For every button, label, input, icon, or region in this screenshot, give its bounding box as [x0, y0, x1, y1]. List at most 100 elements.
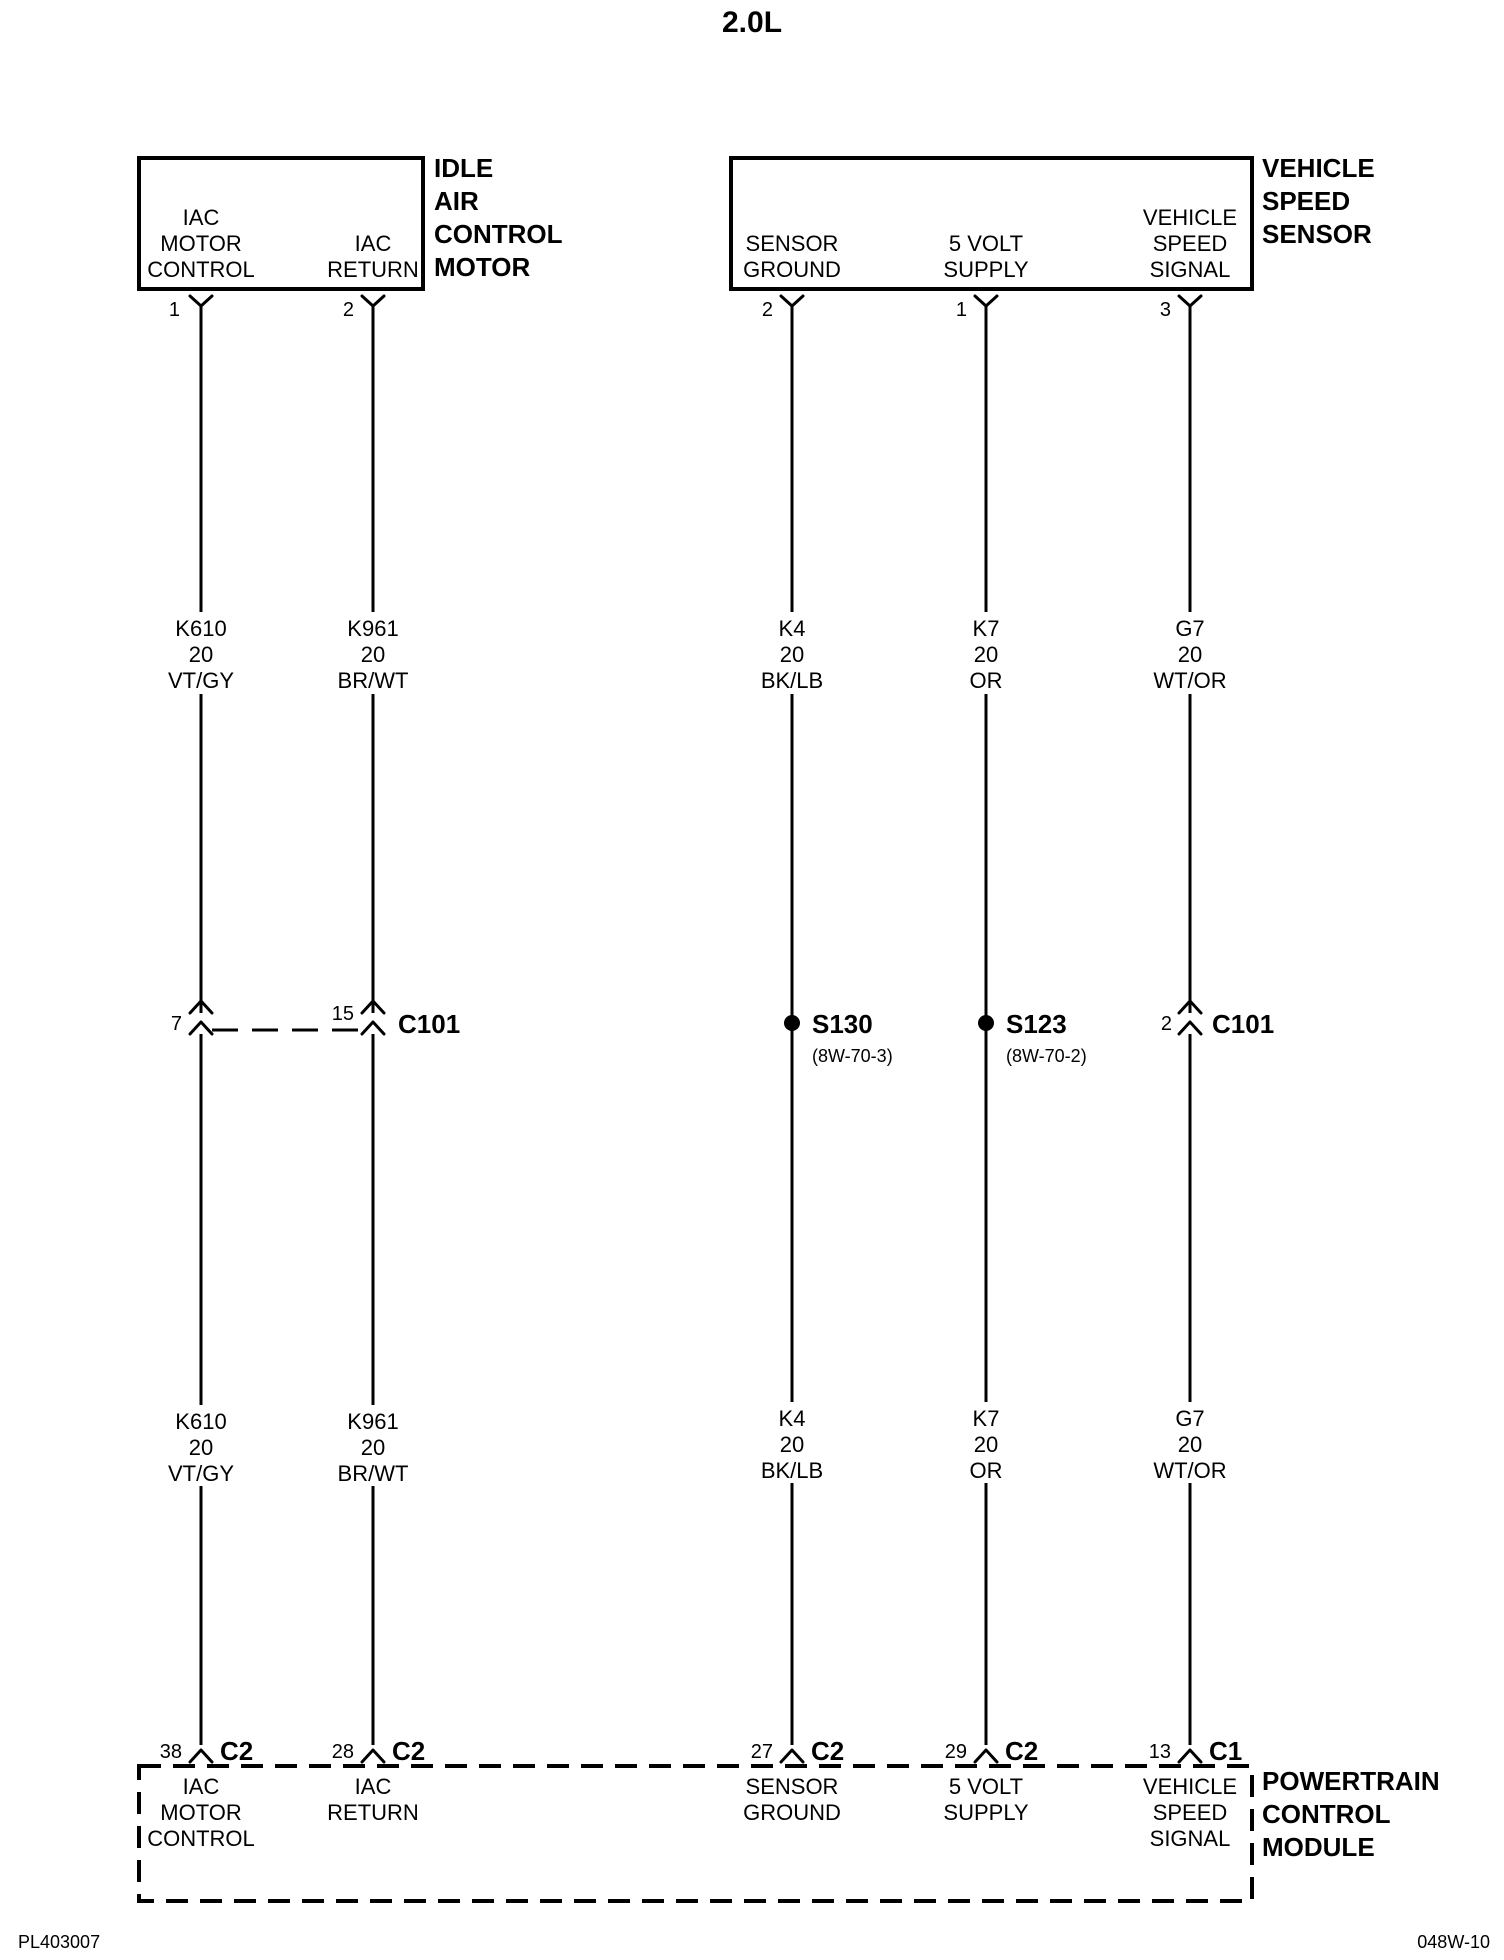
s123-splice-name: S123 — [1006, 1009, 1067, 1039]
pcm-dashed-box — [137, 1764, 1254, 1903]
iac-motor-name-line: AIR — [434, 186, 479, 216]
wire-circuit-label: K7 — [973, 1406, 1000, 1431]
wire-color-label: BR/WT — [338, 1461, 409, 1486]
pcm-pin-label-line: RETURN — [327, 1800, 419, 1825]
pcm-pin-number: 38 — [160, 1741, 182, 1763]
c101-pin15-connector-icon — [360, 999, 386, 1036]
iac-pin1-label-line: MOTOR — [160, 231, 241, 256]
pcm-pin-label-line: SIGNAL — [1150, 1826, 1231, 1851]
iac-pin1-label-line: IAC — [183, 205, 220, 230]
vss-pin2-number: 2 — [762, 299, 773, 321]
footer-left-code: PL403007 — [18, 1932, 100, 1952]
vss-box — [729, 156, 1254, 291]
pcm-pin-label-line: GROUND — [743, 1800, 841, 1825]
engine-title: 2.0L — [722, 6, 782, 39]
footer-right-code: 048W-10 — [1417, 1932, 1490, 1952]
wire-circuit-label: K4 — [779, 1406, 806, 1431]
wire-gauge-label: 20 — [361, 1435, 385, 1460]
splice-s123: S123 (8W-70-2) — [978, 1009, 1087, 1066]
pcm-pin-label-line: CONTROL — [147, 1826, 255, 1851]
pcm-connector-id: C2 — [1005, 1736, 1038, 1766]
vss-pin2-label-line: GROUND — [743, 257, 841, 282]
wire-gauge-label: 20 — [974, 642, 998, 667]
c101-pin7-connector-icon — [188, 999, 214, 1036]
vss-name-line: SENSOR — [1262, 219, 1372, 249]
wire-gauge-label: 20 — [780, 1432, 804, 1457]
wire-circuit-label: K961 — [347, 616, 398, 641]
wire-circuit-label: K4 — [779, 616, 806, 641]
wire-circuit-label: G7 — [1175, 1406, 1204, 1431]
iac-pin1-number: 1 — [169, 299, 180, 321]
pcm-name-line: CONTROL — [1262, 1799, 1391, 1829]
wire-circuit-label: K610 — [175, 616, 226, 641]
iac-pin1-connector-icon — [188, 294, 214, 308]
upper-wire-labels: K610 20 VT/GY K961 20 BR/WT K4 20 BK/LB … — [168, 616, 1227, 693]
vss-pin2-label-line: SENSOR — [746, 231, 839, 256]
vss-pin1-connector-icon — [973, 294, 999, 308]
wire-circuit-label: K610 — [175, 1409, 226, 1434]
vss-pin3-label-line: SIGNAL — [1150, 257, 1231, 282]
wire-gauge-label: 20 — [189, 1435, 213, 1460]
wire-color-label: OR — [970, 668, 1003, 693]
s130-splice-ref: (8W-70-3) — [812, 1046, 893, 1066]
wire-color-label: OR — [970, 1458, 1003, 1483]
iac-motor-component: IDLE AIR CONTROL MOTOR IAC MOTOR CONTROL… — [137, 153, 563, 321]
pcm-pin-label-line: IAC — [183, 1774, 220, 1799]
s130-splice-dot-icon — [784, 1015, 800, 1031]
wire-gauge-label: 20 — [361, 642, 385, 667]
vss-name-line: VEHICLE — [1262, 153, 1375, 183]
iac-motor-name-line: IDLE — [434, 153, 493, 183]
pcm-pin-number: 28 — [332, 1741, 354, 1763]
vss-pin3-label-line: VEHICLE — [1143, 205, 1237, 230]
wire-gauge-label: 20 — [974, 1432, 998, 1457]
vss-pin1-label-line: 5 VOLT — [949, 231, 1023, 256]
pcm-name-line: POWERTRAIN — [1262, 1766, 1440, 1796]
vss-pin2-connector-icon — [779, 294, 805, 308]
wire-gauge-label: 20 — [1178, 1432, 1202, 1457]
c101-pin2-connector-icon — [1177, 999, 1203, 1036]
pcm-connector-id: C1 — [1209, 1736, 1242, 1766]
pcm-name-line: MODULE — [1262, 1832, 1375, 1862]
pcm-pin-label-line: 5 VOLT — [949, 1774, 1023, 1799]
s123-splice-ref: (8W-70-2) — [1006, 1046, 1087, 1066]
wire-gauge-label: 20 — [1178, 642, 1202, 667]
c101-right-connector-name: C101 — [1212, 1009, 1274, 1039]
pcm-pin27-connector-icon — [779, 1748, 805, 1764]
wire-color-label: BK/LB — [761, 668, 823, 693]
vss-name-line: SPEED — [1262, 186, 1350, 216]
component-pin-symbols — [188, 294, 1203, 308]
iac-motor-name-line: MOTOR — [434, 252, 531, 282]
inline-c101-right: 2 C101 — [1161, 999, 1274, 1039]
wire-color-label: VT/GY — [168, 1461, 234, 1486]
pcm-pin-number: 29 — [945, 1741, 967, 1763]
vehicle-speed-sensor-component: VEHICLE SPEED SENSOR SENSOR GROUND 5 VOL… — [729, 153, 1375, 321]
pcm-pin-number: 13 — [1149, 1741, 1171, 1763]
s123-splice-dot-icon — [978, 1015, 994, 1031]
pcm-pin28-connector-icon — [360, 1748, 386, 1764]
vss-pin1-label-line: SUPPLY — [943, 257, 1029, 282]
pcm-pin-number: 27 — [751, 1741, 773, 1763]
pcm-pin-label-line: VEHICLE — [1143, 1774, 1237, 1799]
vss-pin3-label-line: SPEED — [1153, 231, 1228, 256]
iac-pin2-label-line: RETURN — [327, 257, 419, 282]
iac-pin2-label-line: IAC — [355, 231, 392, 256]
pcm-connector-id: C2 — [392, 1736, 425, 1766]
c101-right-pin-number: 2 — [1161, 1013, 1172, 1035]
wire-gauge-label: 20 — [189, 642, 213, 667]
iac-pin1-label-line: CONTROL — [147, 257, 255, 282]
vss-pin3-connector-icon — [1177, 294, 1203, 308]
c101-left-connector-name: C101 — [398, 1009, 460, 1039]
wire-circuit-label: K961 — [347, 1409, 398, 1434]
s130-splice-name: S130 — [812, 1009, 873, 1039]
vss-pin3-number: 3 — [1160, 299, 1171, 321]
iac-pin2-connector-icon — [360, 294, 386, 308]
wire-color-label: WT/OR — [1153, 1458, 1226, 1483]
wire-gauge-label: 20 — [780, 642, 804, 667]
pcm-pin-label-line: SPEED — [1153, 1800, 1228, 1825]
pcm-pin-label-line: MOTOR — [160, 1800, 241, 1825]
pcm-connector-id: C2 — [811, 1736, 844, 1766]
pcm-component: POWERTRAIN CONTROL MODULE 38 28 27 29 13… — [137, 1736, 1440, 1903]
pcm-pin-label-line: IAC — [355, 1774, 392, 1799]
lower-wire-labels: K610 20 VT/GY K961 20 BR/WT K4 20 BK/LB … — [168, 1406, 1227, 1486]
